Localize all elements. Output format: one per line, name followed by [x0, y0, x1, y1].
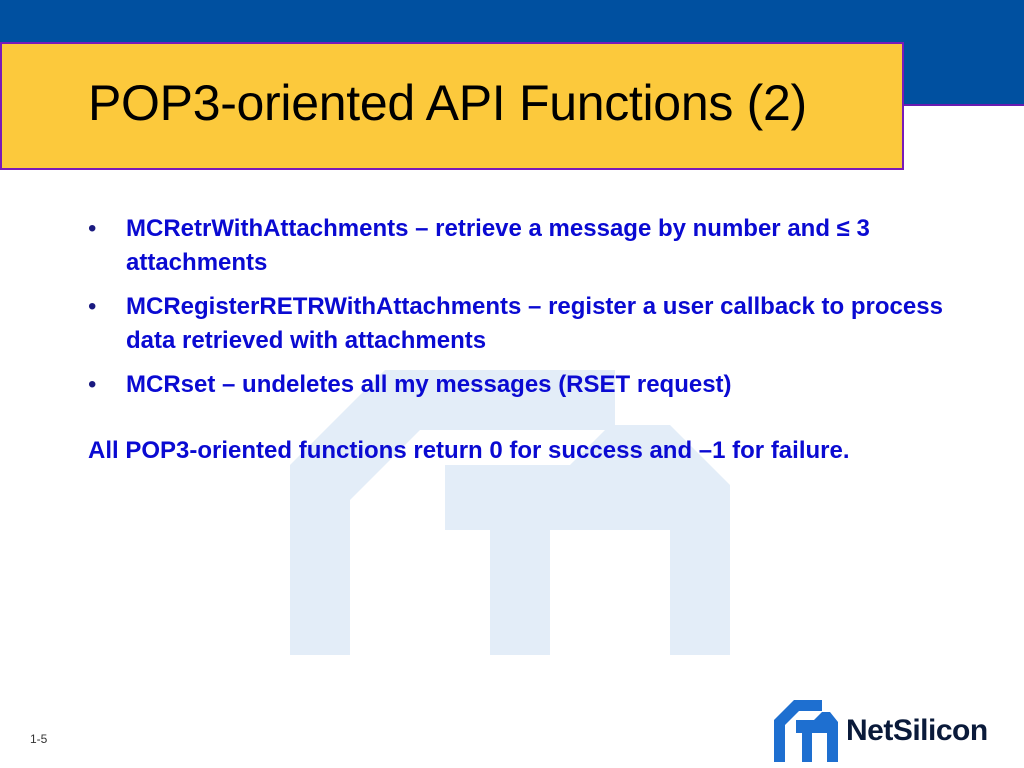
bullet-text: MCRset – undeletes all my messages (RSET…: [126, 371, 732, 398]
bullet-item: • MCRegisterRETRWithAttachments – regist…: [88, 290, 958, 358]
netsilicon-logo-icon: [774, 700, 838, 762]
logo-wordmark: NetSilicon: [846, 714, 988, 747]
title-box: [0, 42, 904, 170]
bullet-list: • MCRetrWithAttachments – retrieve a mes…: [88, 212, 958, 402]
slide-content: • MCRetrWithAttachments – retrieve a mes…: [88, 212, 958, 492]
netsilicon-watermark-icon: [290, 370, 730, 655]
bullet-marker: •: [88, 371, 97, 398]
summary-note: All POP3-oriented functions return 0 for…: [88, 437, 850, 464]
bullet-text: MCRetrWithAttachments – retrieve a messa…: [126, 215, 870, 276]
netsilicon-logo: NetSilicon: [774, 700, 1020, 762]
bullet-item: • MCRset – undeletes all my messages (RS…: [88, 368, 958, 402]
bullet-marker: •: [88, 215, 97, 242]
bullet-marker: •: [88, 293, 97, 320]
bullet-item: • MCRetrWithAttachments – retrieve a mes…: [88, 212, 958, 280]
slide-title: POP3-oriented API Functions (2): [88, 75, 807, 131]
slide-number: 1-5: [30, 732, 48, 746]
bullet-text: MCRegisterRETRWithAttachments – register…: [126, 293, 943, 354]
